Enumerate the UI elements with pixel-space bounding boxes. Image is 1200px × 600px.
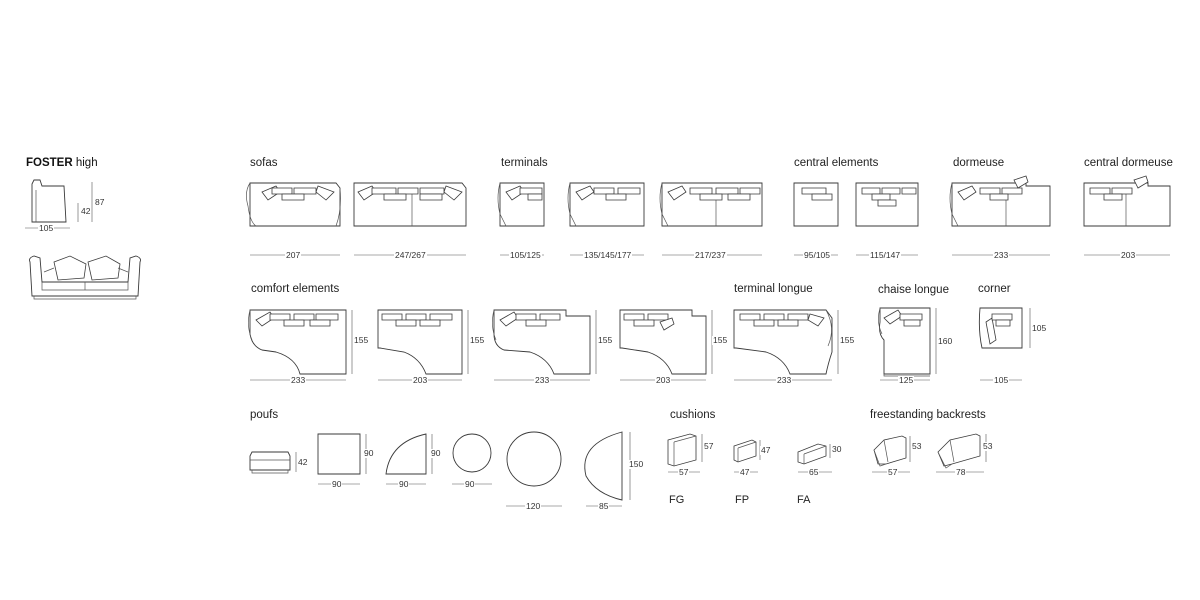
dim-pouf-square-depth: 90 [363,448,375,458]
dim-backrest-2-height: 53 [982,441,994,451]
heading-dormeuse: dormeuse [953,157,1005,169]
dim-cushion-fp-width: 47 [739,467,751,477]
heading-poufs: poufs [250,409,279,421]
dim-central-dormeuse: 203 [1120,250,1137,260]
page-title: FOSTER high [26,157,98,170]
heading-comfort-elements: comfort elements [251,283,340,295]
comfort-3-drawing [492,310,596,380]
dim-terminal-105: 105/125 [509,250,542,260]
pouf-round-small-drawing [452,434,492,484]
comfort-1-drawing [248,310,352,380]
dim-corner-width: 105 [993,375,1010,385]
side-view-drawing [25,180,92,228]
dim-pouf-quarter-depth: 90 [430,448,442,458]
side-height-dim: 87 [94,197,106,207]
dim-pouf-rect-height: 42 [297,457,309,467]
dim-dormeuse: 233 [993,250,1010,260]
heading-sofas: sofas [250,157,278,169]
dim-central-115: 115/147 [869,250,902,260]
chaise-longue-drawing [878,308,936,380]
dim-comfort-2-depth: 155 [469,335,486,345]
central-115-drawing [856,183,918,255]
dim-pouf-half-width: 85 [598,501,610,511]
dim-terminal-135: 135/145/177 [583,250,633,260]
side-seat-dim: 42 [80,206,92,216]
dim-pouf-round-small: 90 [464,479,476,489]
dim-comfort-3-depth: 155 [597,335,614,345]
dim-cushion-fg-width: 57 [678,467,690,477]
central-dormeuse-drawing [1084,176,1170,255]
dim-pouf-half-depth: 150 [628,459,645,469]
heading-central-elements: central elements [794,157,879,169]
heading-terminals: terminals [501,157,548,169]
dim-terminal-longue-width: 233 [776,375,793,385]
central-95-drawing [794,183,838,255]
dim-pouf-round-large: 120 [525,501,542,511]
heading-chaise-longue: chaise longue [878,284,949,296]
dim-terminal-longue-depth: 155 [839,335,856,345]
sofa-247-drawing [354,183,466,255]
dim-comfort-2-width: 203 [412,375,429,385]
front-view-drawing [30,256,141,299]
dim-sofa-207: 207 [285,250,302,260]
dim-pouf-quarter-width: 90 [398,479,410,489]
product-variant: high [75,157,98,169]
corner-drawing [979,308,1030,380]
comfort-2-drawing [378,310,468,380]
dim-cushion-fg-height: 57 [703,441,715,451]
dormeuse-drawing [950,176,1050,255]
dim-comfort-4-width: 203 [655,375,672,385]
cushion-fg-drawing [668,434,702,472]
dim-comfort-3-width: 233 [534,375,551,385]
dim-comfort-4-depth: 155 [712,335,729,345]
dim-cushion-fa-height: 30 [831,444,843,454]
product-name: FOSTER [26,157,73,169]
dim-chaise-longue-depth: 160 [937,336,954,346]
dim-backrest-1-width: 57 [887,467,899,477]
pouf-square-drawing [318,434,366,484]
backrest-57-drawing [872,436,910,472]
heading-cushions: cushions [670,409,716,421]
terminal-135-drawing [568,183,644,255]
dim-comfort-1-width: 233 [290,375,307,385]
terminal-105-drawing [498,183,544,255]
sofa-207-drawing [246,183,340,255]
heading-central-dormeuse: central dormeuse [1084,157,1173,169]
terminal-longue-drawing [734,310,838,380]
dim-cushion-fa-width: 65 [808,467,820,477]
pouf-rect-drawing [250,452,296,473]
dim-corner-depth: 105 [1031,323,1048,333]
pouf-round-large-drawing [506,432,562,506]
dim-comfort-1-depth: 155 [353,335,370,345]
dim-chaise-longue-width: 125 [898,375,915,385]
cushion-code-fa: FA [797,494,811,506]
dim-backrest-1-height: 53 [911,441,923,451]
pouf-quarter-drawing [386,434,432,484]
heading-corner: corner [978,283,1011,295]
side-depth-dim: 105 [38,223,55,233]
dim-central-95: 95/105 [803,250,831,260]
dim-pouf-square-width: 90 [331,479,343,489]
dim-cushion-fp-height: 47 [760,445,772,455]
cushion-code-fg: FG [669,494,685,506]
heading-freestanding-backrests: freestanding backrests [870,409,986,421]
terminal-217-drawing [660,183,762,255]
dim-terminal-217: 217/237 [694,250,727,260]
pouf-half-round-drawing [585,432,630,506]
dim-backrest-2-width: 78 [955,467,967,477]
cushion-code-fp: FP [735,494,750,506]
heading-terminal-longue: terminal longue [734,283,813,295]
comfort-4-drawing [620,310,712,380]
dim-sofa-247: 247/267 [394,250,427,260]
